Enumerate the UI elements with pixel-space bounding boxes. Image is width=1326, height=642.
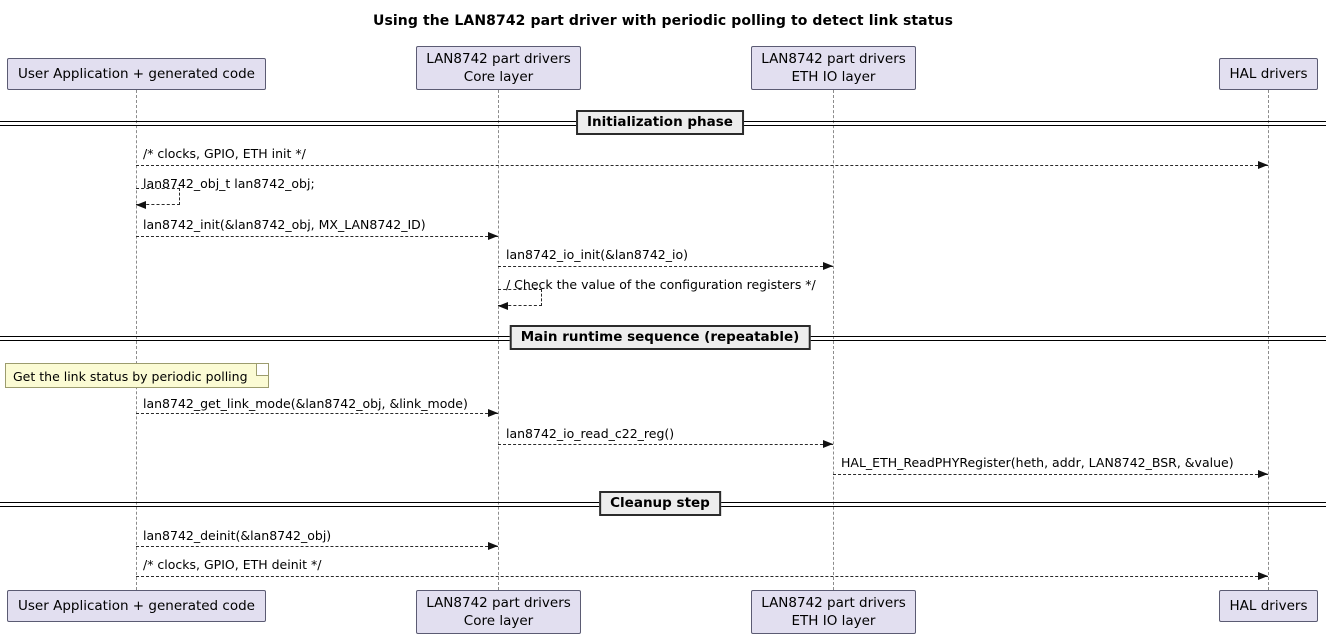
participant-hal-drivers-top: HAL drivers <box>1219 58 1318 90</box>
note-text: Get the link status by periodic polling <box>13 369 248 384</box>
participant-label: User Application + generated code <box>18 598 255 614</box>
arrowhead-right-icon <box>823 261 833 270</box>
arrowhead-right-icon <box>1258 571 1268 580</box>
participant-user-app-top: User Application + generated code <box>7 58 266 90</box>
divider-label: Cleanup step <box>599 491 721 516</box>
arrowhead-right-icon <box>1258 160 1268 169</box>
participant-label: LAN8742 part drivers <box>426 595 571 611</box>
message-line <box>833 474 1268 475</box>
arrowhead-right-icon <box>488 541 498 550</box>
participant-user-app-bottom: User Application + generated code <box>7 590 266 622</box>
arrowhead-left-icon <box>498 301 508 310</box>
participant-label: LAN8742 part drivers <box>761 51 906 67</box>
participant-label: HAL drivers <box>1229 66 1308 82</box>
participant-label: LAN8742 part drivers <box>761 595 906 611</box>
message-line <box>498 444 833 445</box>
message-label: lan8742_get_link_mode(&lan8742_obj, &lin… <box>143 396 468 411</box>
participant-hal-drivers-bottom: HAL drivers <box>1219 590 1318 622</box>
note-periodic-polling-note: Get the link status by periodic polling <box>5 363 269 388</box>
arrowhead-right-icon <box>488 408 498 417</box>
message-line <box>136 165 1268 166</box>
message-label: /* clocks, GPIO, ETH init */ <box>143 146 306 161</box>
message-line <box>136 576 1268 577</box>
message-label: lan8742_deinit(&lan8742_obj) <box>143 528 332 543</box>
message-label: lan8742_obj_t lan8742_obj; <box>143 176 315 191</box>
message-line <box>136 546 498 547</box>
message-label: lan8742_init(&lan8742_obj, MX_LAN8742_ID… <box>143 217 426 232</box>
message-line <box>136 413 498 414</box>
note-fold-corner-icon <box>256 364 268 376</box>
arrowhead-right-icon <box>488 231 498 240</box>
message-line <box>136 236 498 237</box>
arrowhead-right-icon <box>823 439 833 448</box>
participant-label: User Application + generated code <box>18 66 255 82</box>
participant-label: Core layer <box>463 69 534 85</box>
participant-label: HAL drivers <box>1229 598 1308 614</box>
diagram-title: Using the LAN8742 part driver with perio… <box>372 13 954 29</box>
message-label: lan8742_io_read_c22_reg() <box>506 426 675 441</box>
arrowhead-left-icon <box>136 200 146 209</box>
arrowhead-right-icon <box>1258 469 1268 478</box>
participant-label: ETH IO layer <box>791 613 876 629</box>
divider-label: Initialization phase <box>576 110 744 135</box>
participant-label: Core layer <box>463 613 534 629</box>
message-label: / Check the value of the configuration r… <box>506 277 816 292</box>
self-message-loop <box>498 289 542 306</box>
divider-label: Main runtime sequence (repeatable) <box>509 325 811 350</box>
message-line <box>498 266 833 267</box>
message-label: HAL_ETH_ReadPHYRegister(heth, addr, LAN8… <box>841 455 1234 470</box>
participant-label: ETH IO layer <box>791 69 876 85</box>
message-label: /* clocks, GPIO, ETH deinit */ <box>143 557 322 572</box>
message-label: lan8742_io_init(&lan8742_io) <box>506 247 688 262</box>
participant-label: LAN8742 part drivers <box>426 51 571 67</box>
self-message-loop <box>136 188 180 205</box>
